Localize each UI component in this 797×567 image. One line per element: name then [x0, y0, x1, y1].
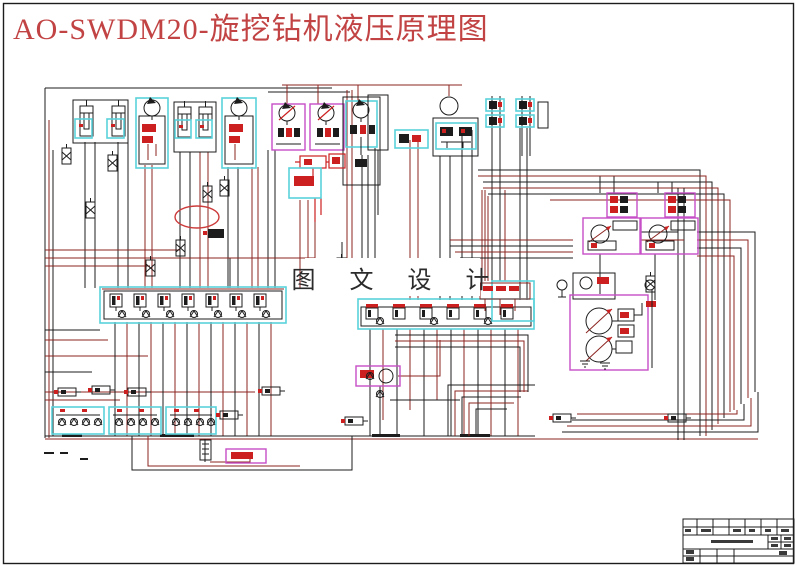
cyan-pump-group — [342, 96, 381, 186]
pilot-manifold — [479, 280, 535, 322]
rotary-motor-group-1 — [582, 192, 641, 255]
mid-small-valve — [203, 229, 224, 238]
valve-column-pair-2 — [515, 96, 535, 156]
valve-bank-right — [357, 298, 535, 330]
valve-bank-left — [99, 286, 287, 324]
red-control-assembly — [288, 153, 346, 222]
small-block — [537, 101, 549, 129]
pilot-pump-cluster — [355, 365, 401, 398]
cylinder-group-2 — [173, 100, 217, 153]
check-valve-boxes — [51, 406, 217, 435]
rotary-motor-group-2 — [640, 192, 699, 255]
cyan-mini-valve — [394, 129, 429, 149]
bottom-small-valves — [53, 385, 692, 426]
pump-unit-2 — [221, 96, 257, 169]
drain-valve-cluster — [199, 439, 267, 464]
main-pump-group — [556, 272, 656, 371]
revision-mark-ellipse — [174, 205, 220, 229]
pump-unit-1 — [135, 96, 169, 169]
page-title: AO-SWDM20-旋挖钻机液压原理图 — [13, 13, 489, 46]
valve-column-pair-1 — [485, 96, 505, 156]
title-block — [682, 518, 795, 564]
motor-valve-group — [432, 96, 479, 157]
magenta-pump-group-2 — [309, 101, 345, 151]
cylinder-group-1 — [72, 99, 129, 144]
vertical-cylinder-column — [367, 94, 389, 215]
watermark: 图 文 设 计 — [292, 258, 490, 296]
magenta-pump-group-1 — [271, 101, 306, 151]
